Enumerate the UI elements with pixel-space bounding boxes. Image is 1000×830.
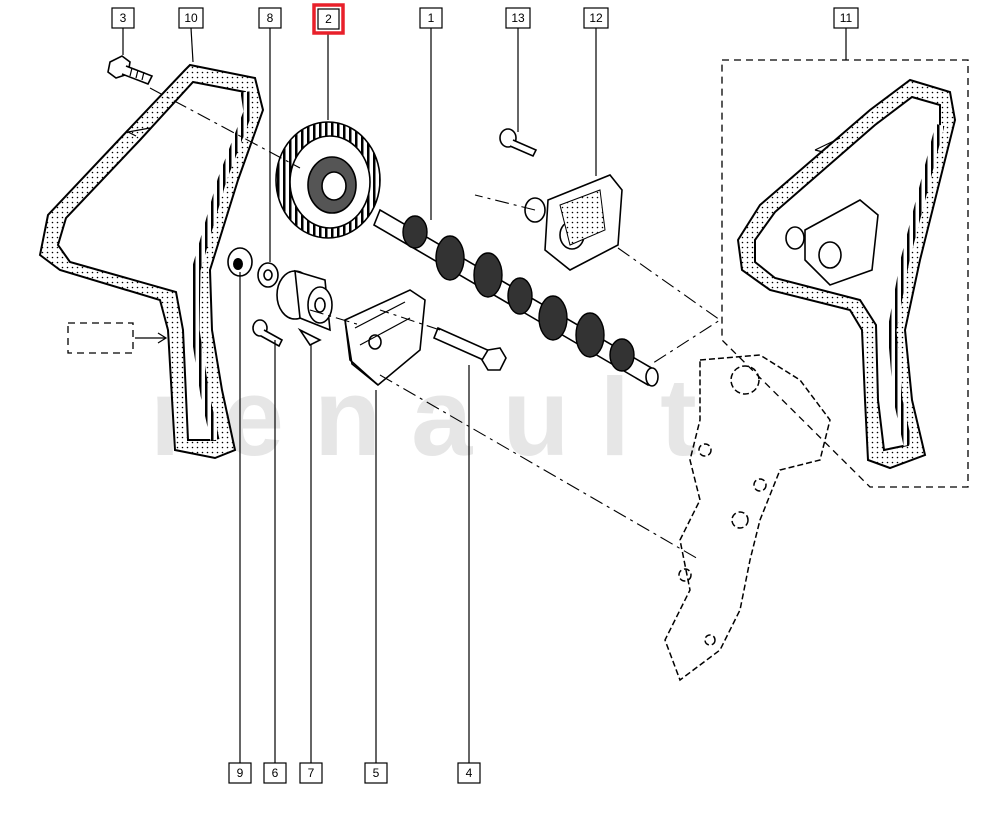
part-label-9[interactable]: 9	[228, 762, 252, 784]
washer-9[interactable]	[227, 247, 253, 277]
svg-text:10: 10	[184, 11, 198, 25]
svg-text:8: 8	[267, 11, 274, 25]
tensioner-assembly[interactable]	[524, 174, 623, 271]
svg-text:13: 13	[511, 11, 525, 25]
svg-text:11: 11	[840, 11, 853, 25]
detail-callout-box	[721, 59, 969, 488]
part-label-6[interactable]: 6	[263, 762, 287, 784]
camshaft[interactable]	[373, 208, 659, 387]
tensioner-plate[interactable]	[344, 289, 426, 387]
bolt-4[interactable]	[432, 326, 507, 371]
part-label-11[interactable]: 11	[833, 7, 859, 29]
timing-belt-right[interactable]	[736, 78, 957, 470]
bolt-13[interactable]	[499, 128, 538, 158]
svg-text:5: 5	[373, 766, 380, 780]
engine-block	[664, 354, 831, 682]
svg-text:12: 12	[589, 11, 603, 25]
part-label-10[interactable]: 10	[178, 7, 204, 29]
part-label-1[interactable]: 1	[419, 7, 443, 29]
part-label-12[interactable]: 12	[583, 7, 609, 29]
part-label-4[interactable]: 4	[457, 762, 481, 784]
bolt-6[interactable]	[252, 319, 284, 348]
svg-text:2: 2	[325, 12, 332, 26]
watermark-logo: renault	[150, 356, 727, 479]
part-label-13[interactable]: 13	[505, 7, 531, 29]
part-label-7[interactable]: 7	[299, 762, 323, 784]
reference-box-left	[67, 322, 134, 354]
tensioner-roller[interactable]	[276, 269, 333, 347]
svg-text:6: 6	[272, 766, 279, 780]
washer-8[interactable]	[257, 262, 279, 288]
part-label-8[interactable]: 8	[258, 7, 282, 29]
bolt-3[interactable]	[107, 55, 154, 86]
callout-leaders	[122, 27, 847, 763]
camshaft-sprocket[interactable]	[275, 121, 381, 239]
part-label-5[interactable]: 5	[364, 762, 388, 784]
svg-text:4: 4	[466, 766, 473, 780]
svg-text:3: 3	[120, 11, 127, 25]
svg-text:1: 1	[428, 11, 435, 25]
part-label-3[interactable]: 3	[111, 7, 135, 29]
svg-text:9: 9	[237, 766, 244, 780]
timing-belt-left[interactable]	[38, 63, 265, 460]
assembly-lines	[149, 87, 721, 561]
svg-text:7: 7	[308, 766, 315, 780]
part-label-2-highlighted[interactable]: 2	[312, 3, 345, 35]
